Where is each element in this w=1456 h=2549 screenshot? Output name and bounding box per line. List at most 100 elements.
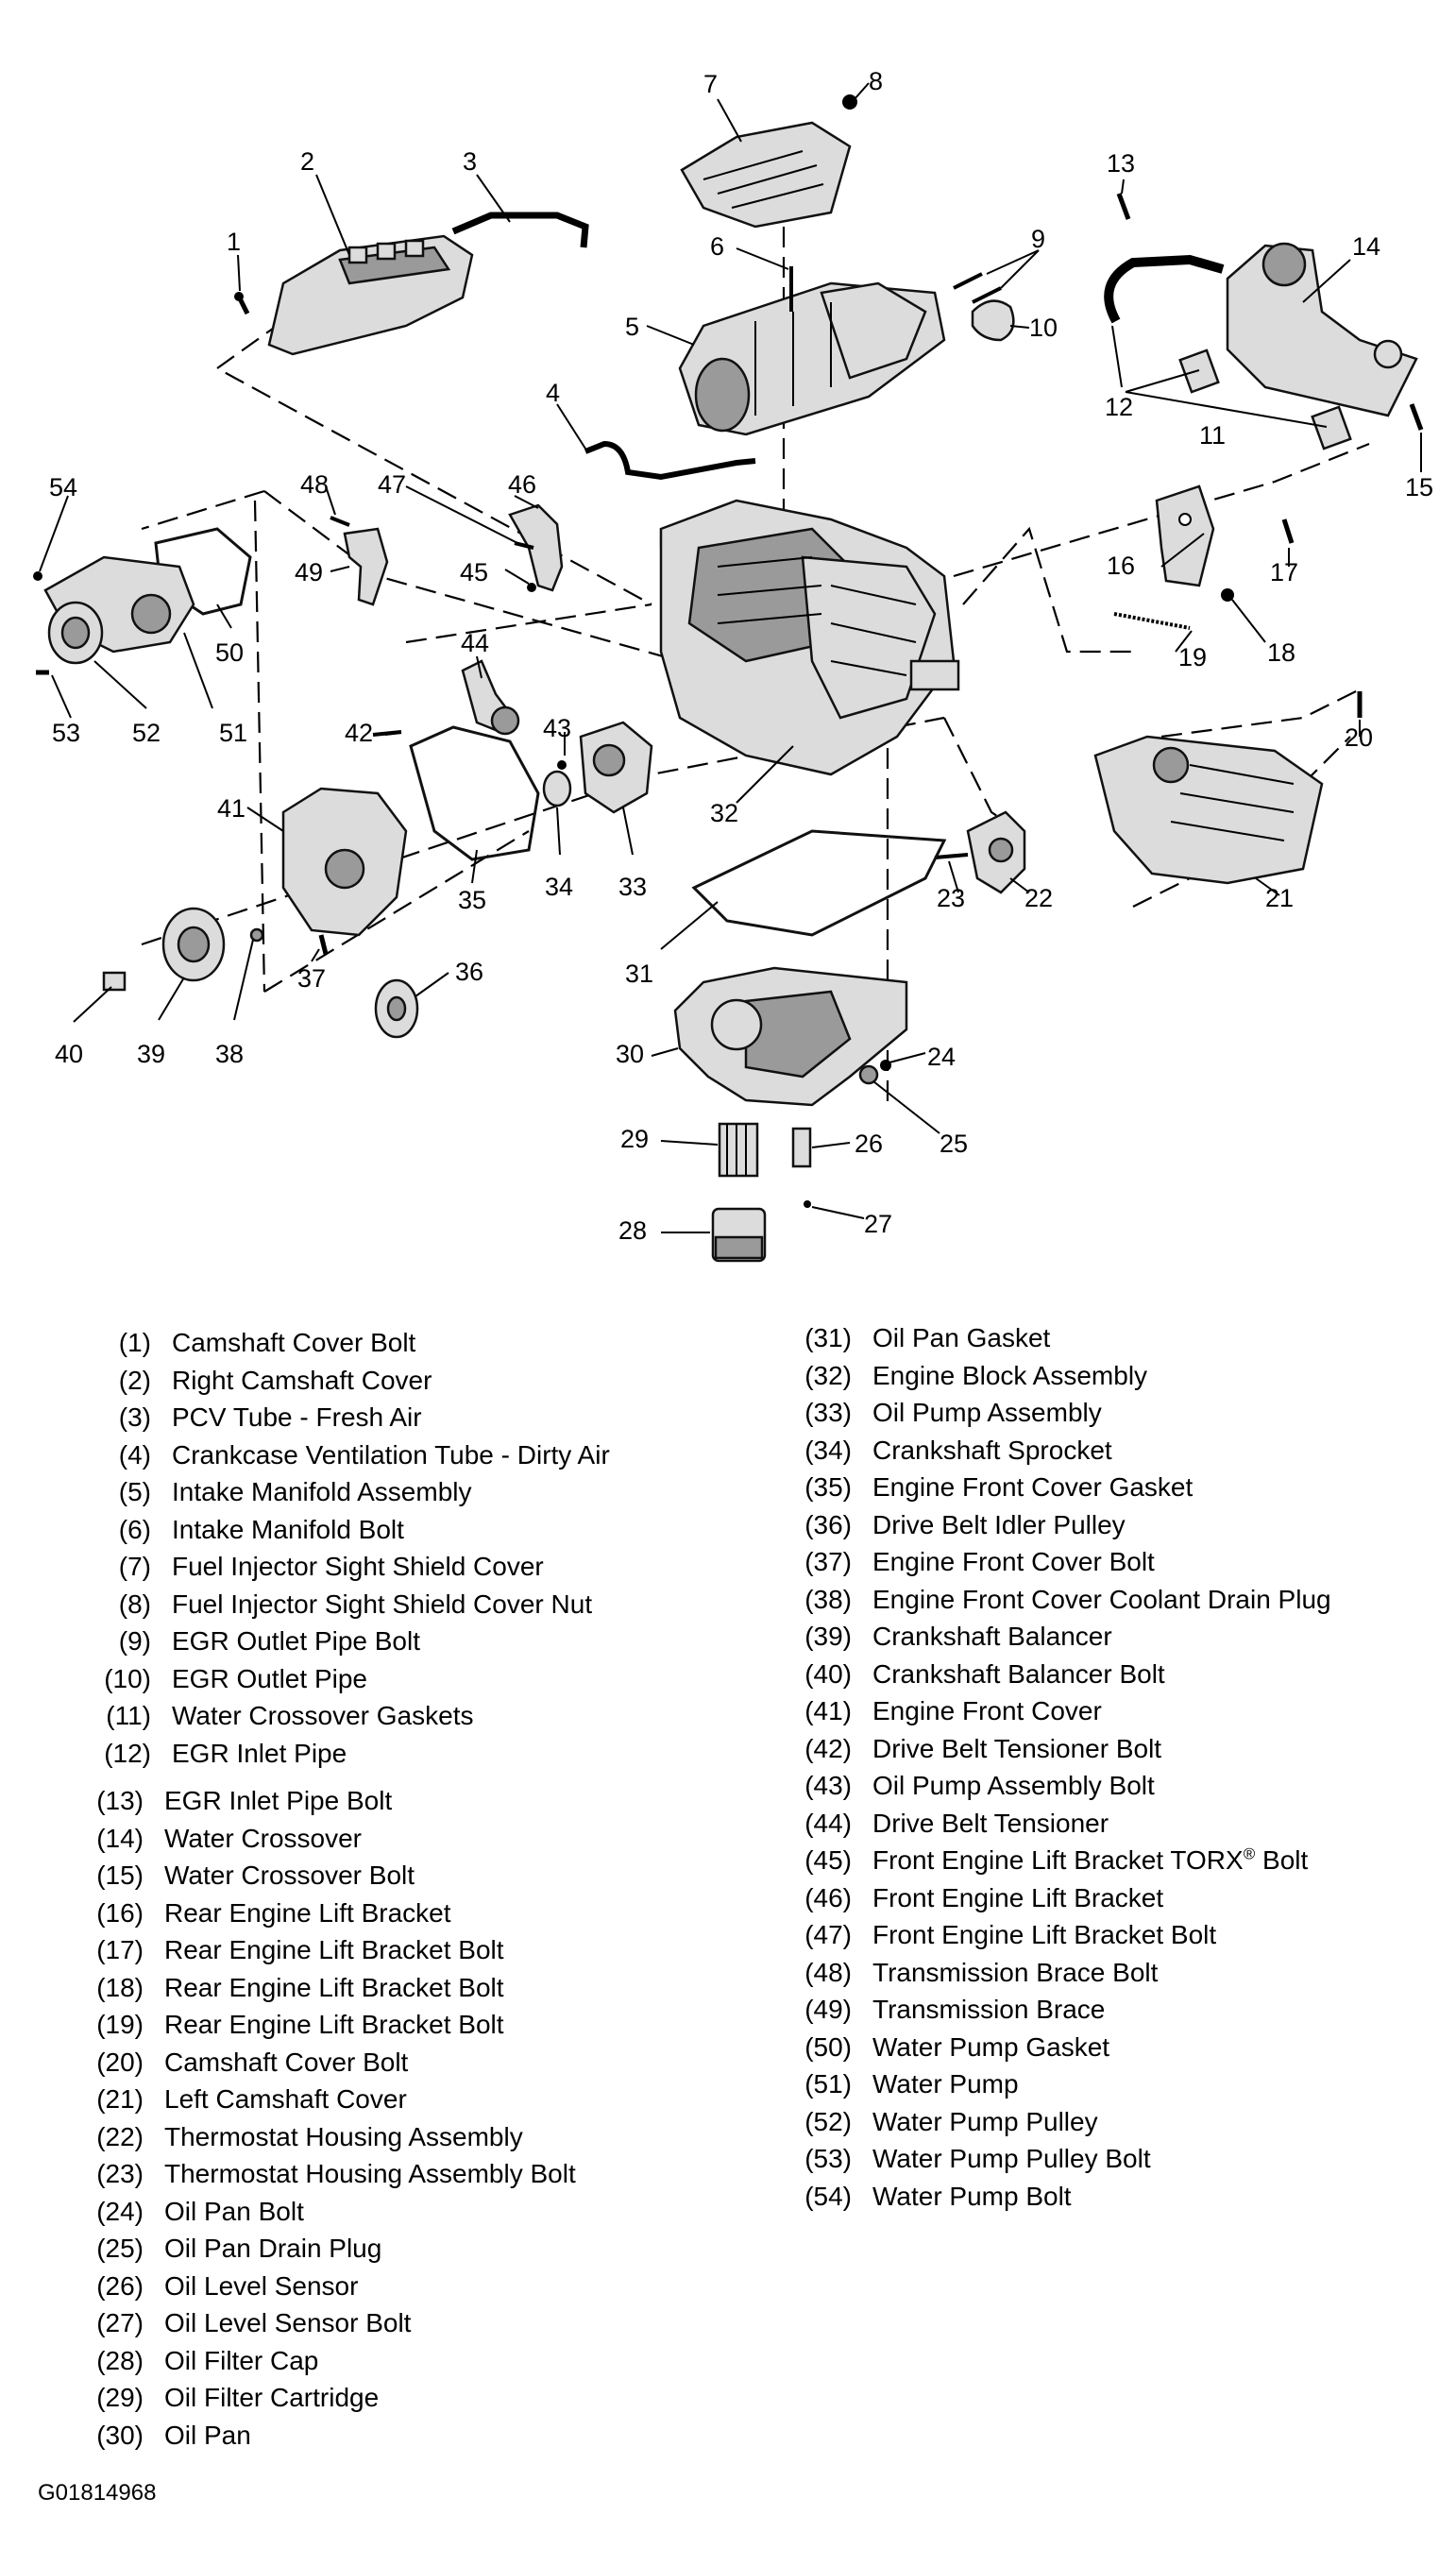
legend-label-text: Crankcase Ventilation Tube - Dirty Air — [172, 1439, 610, 1470]
legend-number: (52) — [804, 2106, 852, 2136]
legend-label-text: Intake Manifold Assembly — [172, 1477, 472, 1506]
legend-label: EGR Inlet Pipe Bolt — [164, 1785, 392, 1817]
rear-engine-lift-bracket — [1155, 484, 1215, 587]
legend-label: Oil Pan Bolt — [164, 2196, 304, 2228]
legend-number: (9) — [118, 1626, 151, 1656]
callout-5: 5 — [625, 313, 639, 341]
legend-item: (3)PCV Tube - Fresh Air — [83, 1402, 422, 1434]
legend-label: Front Engine Lift Bracket Bolt — [872, 1919, 1216, 1951]
legend-number: (3) — [118, 1402, 151, 1432]
callout-35: 35 — [458, 886, 486, 914]
legend-label-text: Crankshaft Balancer — [872, 1622, 1112, 1651]
legend-label: Crankcase Ventilation Tube - Dirty Air — [172, 1439, 610, 1471]
legend-item: (17)Rear Engine Lift Bracket Bolt — [76, 1934, 504, 1966]
callout-6: 6 — [710, 232, 724, 261]
callout-37: 37 — [297, 964, 326, 993]
crankshaft-balancer-bolt — [102, 971, 127, 992]
legend-label-text: Fuel Injector Sight Shield Cover — [172, 1552, 544, 1581]
callout-9: 9 — [1031, 225, 1045, 253]
engine-front-cover — [281, 787, 408, 937]
legend-label-text: Water Pump Gasket — [872, 2031, 1110, 2062]
callout-41: 41 — [217, 794, 245, 823]
legend-item: (10)EGR Outlet Pipe — [83, 1663, 367, 1695]
legend-label: Oil Pump Assembly Bolt — [872, 1770, 1155, 1802]
legend-item: (38)Engine Front Cover Coolant Drain Plu… — [784, 1584, 1330, 1616]
legend-number: (15) — [96, 1861, 144, 1890]
legend-number: (47) — [804, 1920, 852, 1949]
legend-label: Engine Front Cover Bolt — [872, 1546, 1155, 1578]
legend-label: Oil Filter Cartridge — [164, 2382, 379, 2414]
legend-label-text: Rear Engine Lift Bracket Bolt — [164, 1935, 504, 1964]
legend-item: (48)Transmission Brace Bolt — [784, 1957, 1158, 1989]
legend-label: Water Pump Pulley — [872, 2106, 1098, 2138]
legend-item: (52) Water Pump Pulley — [784, 2106, 1098, 2138]
camshaft-cover-bolt-right — [234, 292, 250, 315]
legend-label: Left Camshaft Cover — [164, 2083, 407, 2116]
drive-belt-tensioner — [461, 659, 520, 736]
legend-label: Water Pump Bolt — [872, 2181, 1072, 2213]
legend-number: (39) — [804, 1622, 852, 1651]
legend-label-suffix: Bolt — [1255, 1845, 1309, 1875]
legend-label-text: Oil Level Sensor Bolt — [164, 2308, 412, 2337]
legend-number: (5) — [118, 1477, 151, 1506]
legend-number: (12) — [104, 1738, 151, 1768]
callout-45: 45 — [460, 558, 488, 586]
legend-label-text: Drive Belt Tensioner Bolt — [872, 1733, 1162, 1763]
crankshaft-balancer — [161, 907, 226, 982]
legend-label-text: Water Pump Pulley — [872, 2106, 1098, 2136]
legend-label-text: Thermostat Housing Assembly — [164, 2121, 523, 2151]
engine-front-cover-bolt — [318, 934, 329, 955]
legend-label: Water Pump Pulley Bolt — [872, 2143, 1151, 2175]
callout-42: 42 — [345, 719, 373, 747]
callout-24: 24 — [927, 1043, 956, 1071]
legend-label-text: Engine Front Cover — [872, 1696, 1102, 1725]
callout-21: 21 — [1265, 884, 1294, 912]
legend-item: (15)Water Crossover Bolt — [76, 1860, 415, 1892]
callout-3: 3 — [463, 147, 477, 176]
legend-label: Oil Pump Assembly — [872, 1397, 1102, 1429]
legend-item: (20)Camshaft Cover Bolt — [76, 2047, 408, 2079]
legend-number: (19) — [96, 2010, 144, 2039]
legend-label: Engine Block Assembly — [872, 1360, 1147, 1392]
legend-label: Camshaft Cover Bolt — [164, 2047, 408, 2079]
thermostat-housing-bolt — [934, 853, 969, 859]
legend-label-text: Thermostat Housing Assembly Bolt — [164, 2159, 576, 2188]
legend-label-text: Drive Belt Idler Pulley — [872, 1509, 1126, 1539]
legend-item: (26)Oil Level Sensor — [76, 2270, 358, 2303]
legend-item: (43)Oil Pump Assembly Bolt — [784, 1770, 1155, 1802]
legend-label: Engine Front Cover — [872, 1695, 1102, 1727]
legend-label-text: Oil Pan — [164, 2420, 251, 2450]
callout-38: 38 — [215, 1040, 244, 1068]
callout-17: 17 — [1270, 558, 1298, 586]
intake-manifold-assembly — [678, 281, 946, 436]
legend-item: (54)Water Pump Bolt — [784, 2181, 1072, 2213]
legend-label: Thermostat Housing Assembly Bolt — [164, 2158, 576, 2190]
legend-label-text: Water Pump Pulley Bolt — [872, 2144, 1151, 2173]
legend-label: Rear Engine Lift Bracket Bolt — [164, 1934, 504, 1966]
oil-level-sensor — [791, 1127, 812, 1168]
callout-28: 28 — [618, 1216, 647, 1245]
legend-number: (51) — [804, 2069, 852, 2099]
fuel-injector-sight-shield-cover — [680, 121, 852, 229]
oil-pan-gasket — [691, 829, 947, 937]
registered-mark: ® — [1243, 1844, 1256, 1863]
callout-12: 12 — [1105, 393, 1133, 421]
legend-label: Fuel Injector Sight Shield Cover — [172, 1551, 544, 1583]
legend-label-text: Oil Pan Bolt — [164, 2196, 304, 2226]
legend-label: Transmission Brace Bolt — [872, 1957, 1158, 1989]
callout-11: 11 — [1199, 421, 1226, 450]
legend-item: (51)Water Pump — [784, 2068, 1018, 2100]
drive-belt-idler-pulley — [374, 978, 419, 1039]
callout-30: 30 — [616, 1040, 644, 1068]
oil-pump-assembly-bolt — [557, 760, 567, 770]
legend-number: (45) — [804, 1845, 852, 1875]
callout-36: 36 — [455, 958, 483, 986]
callout-20: 20 — [1345, 723, 1373, 752]
legend-label: EGR Inlet Pipe — [172, 1738, 347, 1770]
callout-22: 22 — [1024, 884, 1053, 912]
legend-number: (10) — [104, 1663, 151, 1693]
legend-label: Oil Pan Gasket — [872, 1322, 1050, 1354]
legend-number: (36) — [804, 1509, 852, 1539]
legend-label-text: Rear Engine Lift Bracket Bolt — [164, 1972, 504, 2002]
engine-exploded-diagram: 1 2 3 4 5 6 7 8 9 10 11 12 13 14 15 16 1… — [33, 67, 1433, 1263]
